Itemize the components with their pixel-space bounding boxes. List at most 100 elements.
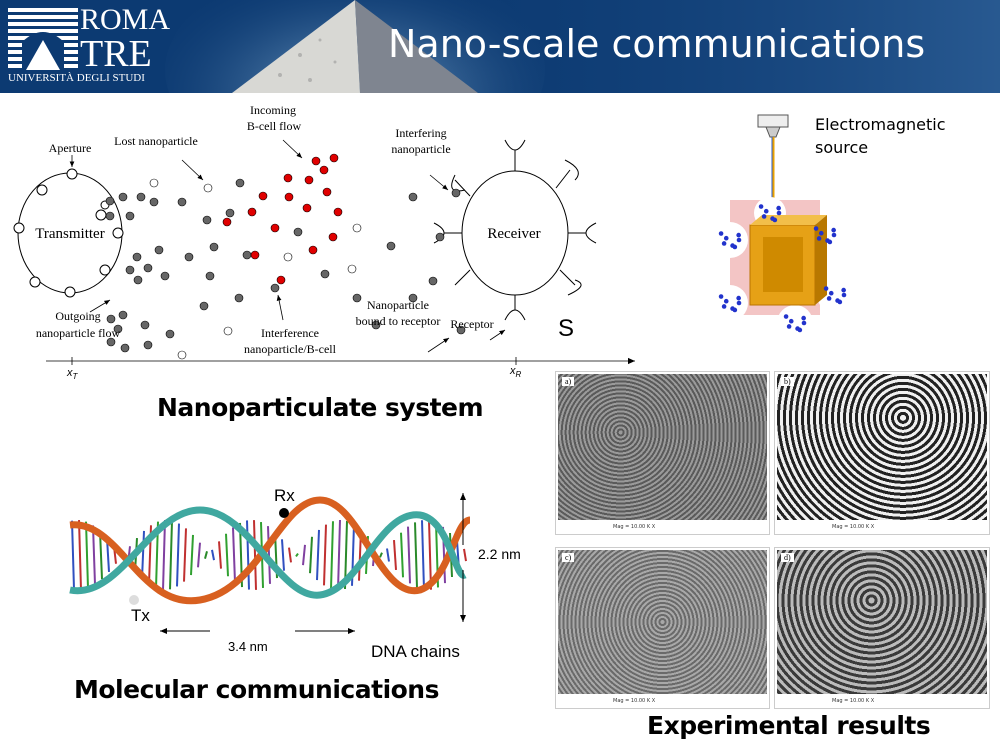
dna-chains-label: DNA chains (371, 642, 460, 661)
nanoparticle (160, 271, 170, 281)
nanoparticle (371, 320, 381, 330)
slide-title: Nano-scale communications (388, 22, 926, 66)
em-particle (801, 315, 806, 321)
em-particle (786, 324, 792, 329)
nanoparticle (435, 232, 445, 242)
lost-nanoparticle (347, 264, 357, 274)
em-particle (831, 227, 836, 233)
receptor-label: Receptor (450, 317, 493, 331)
rx-label: Rx (274, 486, 295, 505)
rx-marker (279, 508, 289, 518)
nanoparticle (120, 343, 130, 353)
em-particle (823, 286, 829, 291)
em-particle (783, 314, 789, 319)
nanoparticle (106, 337, 116, 347)
lost-nanoparticle-label: Lost nanoparticle (114, 134, 198, 148)
em-particle (826, 296, 832, 301)
b-cell (247, 207, 257, 217)
em-source-label-1: Electromagnetic (815, 115, 946, 134)
dna-base-pair (267, 526, 271, 584)
nanoparticle (209, 242, 219, 252)
lost-nanoparticle (149, 178, 159, 188)
nanoparticle (177, 197, 187, 207)
sem-image-d: d) Mag = 10.00 K X (774, 547, 990, 709)
dna-base-pair (295, 553, 299, 557)
b-cell (258, 191, 268, 201)
dna-base-pair (330, 521, 334, 589)
sem-mag: Mag = 10.00 K X (832, 524, 875, 530)
pyramid-background (165, 0, 1000, 93)
nanoparticle (242, 250, 252, 260)
logo-tre: TRE (80, 33, 152, 75)
b-cell (283, 173, 293, 183)
s-symbol: S (558, 315, 574, 342)
dna-base-pair (316, 529, 320, 581)
lost-nanoparticle (283, 252, 293, 262)
em-particle (813, 226, 819, 231)
dna-base-pair (379, 552, 383, 558)
sem-tag: c) (562, 553, 575, 562)
nanoparticle (320, 269, 330, 279)
transmitter-label: Transmitter (35, 226, 104, 242)
dna-helix-illustration (69, 496, 472, 605)
em-particle (758, 204, 764, 209)
nanoparticle (408, 293, 418, 303)
em-particle (801, 320, 807, 326)
sem-mag: Mag = 10.00 K X (613, 698, 656, 704)
em-particle (730, 243, 735, 248)
nanoparticle (125, 265, 135, 275)
em-particle (841, 292, 847, 298)
dna-base-pair (463, 548, 467, 562)
em-particle (761, 214, 767, 219)
source-emitter-icon (757, 114, 789, 128)
sem-image-b: b) Mag = 10.00 K X (774, 371, 990, 535)
dna-base-pair (253, 520, 257, 590)
nanoparticle (136, 192, 146, 202)
nanoparticle (199, 301, 209, 311)
em-particle (816, 236, 822, 241)
interference-label-1: Interference (261, 326, 319, 340)
sem-tag: a) (562, 377, 575, 386)
dna-base-pair (414, 522, 418, 588)
em-particle (788, 318, 794, 324)
sem-tag: d) (781, 553, 794, 562)
nanoparticle (293, 227, 303, 237)
em-particle (770, 216, 775, 221)
caption-molecular: Molecular communications (74, 675, 440, 704)
em-particle (736, 237, 742, 243)
em-particle (721, 241, 727, 246)
logo-roma: ROMA (80, 3, 171, 36)
lost-nanoparticle (223, 326, 233, 336)
bound-label-2: bound to receptor (356, 314, 441, 328)
b-cell (322, 187, 332, 197)
b-cell (333, 207, 343, 217)
dna-base-pair (309, 536, 313, 574)
dna-base-pair (288, 547, 292, 563)
em-particle (736, 295, 741, 301)
sem-image-a: a) Mag = 10.00 K X (555, 371, 770, 535)
b-cell (302, 203, 312, 213)
interfering-label-2: nanoparticle (391, 142, 450, 156)
nanoparticle (225, 208, 235, 218)
nanoparticle (118, 310, 128, 320)
interference-label-2: nanoparticle/B-cell (244, 342, 337, 356)
sem-image-c: c) Mag = 10.00 K X (555, 547, 770, 709)
nanoparticle (184, 252, 194, 262)
dna-base-pair (169, 520, 173, 590)
em-particle (736, 300, 742, 306)
nanoparticle (234, 293, 244, 303)
nanoparticle (133, 275, 143, 285)
nanoparticle (143, 263, 153, 273)
receiver-label: Receiver (487, 226, 540, 242)
incoming-label-2: B-cell flow (247, 119, 302, 133)
lost-nanoparticle (177, 350, 187, 360)
nanoparticle (154, 245, 164, 255)
logo-university: UNIVERSITÀ DEGLI STUDI (8, 72, 145, 84)
axis-xr-label: xR (509, 365, 522, 379)
outgoing-label-2: nanoparticle flow (36, 326, 121, 340)
nanoparticle (270, 283, 280, 293)
dna-base-pair (211, 549, 215, 561)
nanoparticle (202, 215, 212, 225)
sem-tag: b) (781, 377, 794, 386)
em-particle (723, 298, 729, 304)
